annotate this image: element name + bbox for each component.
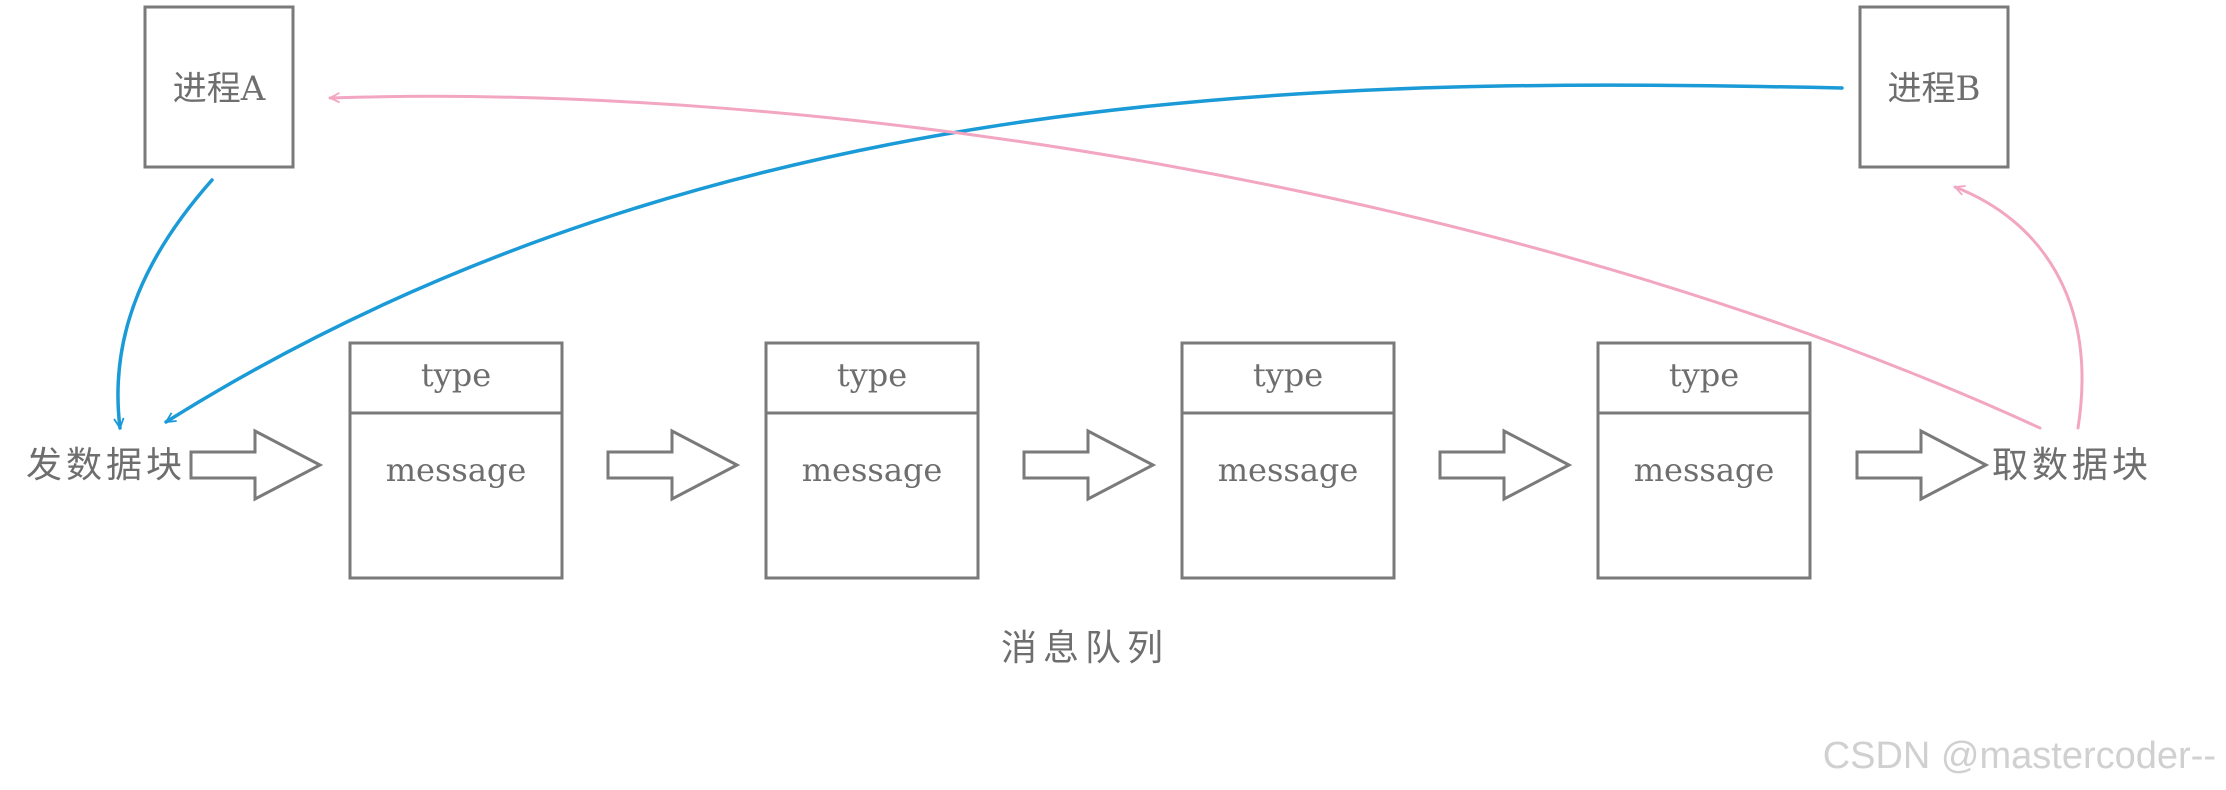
receive-to-process-a-flow: [328, 96, 2042, 430]
receive-to-process-b-flow: [1955, 187, 2084, 430]
message-body-label: message: [802, 451, 943, 489]
hollow-arrow-icon: [189, 428, 324, 502]
hollow-arrow-icon: [606, 428, 741, 502]
watermark-text: CSDN @mastercoder--: [1823, 735, 2216, 777]
message-cell-4: type message: [1596, 341, 1812, 580]
message-body-label: message: [386, 451, 527, 489]
message-body-label: message: [1634, 451, 1775, 489]
message-cell-3: type message: [1180, 341, 1396, 580]
message-type-label: type: [1669, 356, 1739, 394]
process-b-node: 进程B: [1858, 5, 2010, 169]
process-a-label: 进程A: [173, 69, 266, 109]
message-body-label: message: [1218, 451, 1359, 489]
message-type-label: type: [1253, 356, 1323, 394]
process-a-send-flow: [118, 178, 214, 428]
hollow-arrow-icon: [1855, 428, 1990, 502]
message-type-label: type: [837, 356, 907, 394]
hollow-arrow-icon: [1022, 428, 1157, 502]
message-queue-caption: 消息队列: [1001, 628, 1169, 669]
hollow-arrow-icon: [1438, 428, 1573, 502]
process-b-label: 进程B: [1888, 69, 1981, 109]
process-a-node: 进程A: [143, 5, 295, 169]
process-b-send-flow: [164, 83, 1844, 424]
message-cell-1: type message: [348, 341, 564, 580]
receive-data-label: 取数据块: [1992, 445, 2152, 486]
send-data-label: 发数据块: [26, 445, 186, 486]
message-cell-2: type message: [764, 341, 980, 580]
message-type-label: type: [421, 356, 491, 394]
